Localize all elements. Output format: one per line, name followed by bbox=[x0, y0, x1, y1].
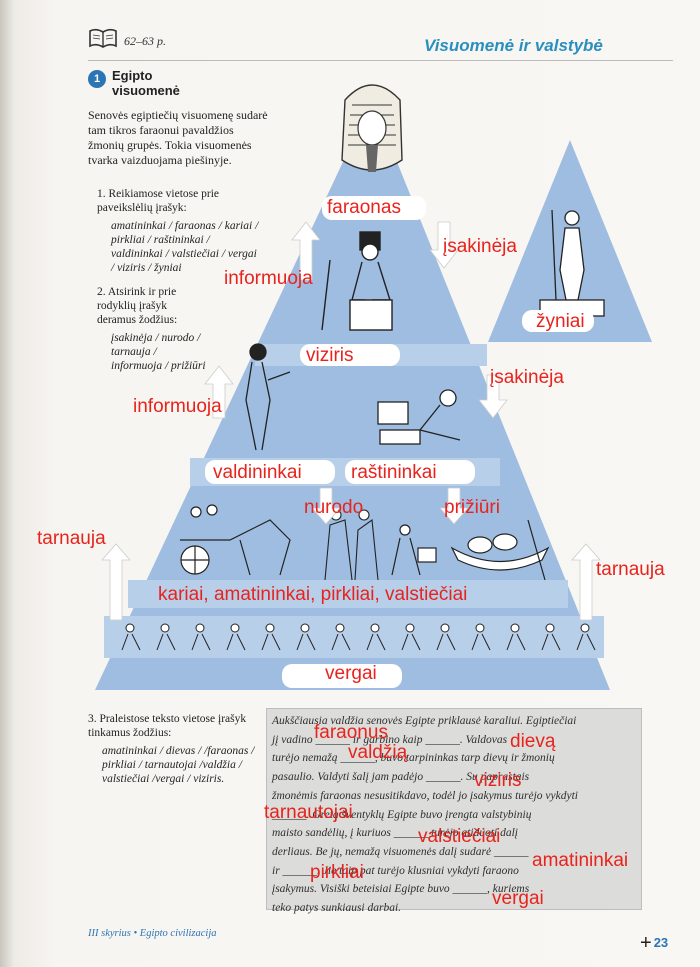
header-divider bbox=[88, 60, 673, 61]
intro-text: Senovės egiptiečių visuomenę sudarė tam … bbox=[88, 108, 268, 167]
chapter-footer: III skyrius • Egipto civilizacija bbox=[88, 928, 217, 939]
task-3-options: amatininkai / dievas / /faraonas / pirkl… bbox=[102, 745, 255, 785]
answer-tarnauja-left: tarnauja bbox=[37, 528, 106, 549]
slaves-row-icon bbox=[121, 623, 596, 651]
arrow-down-isakineja-2 bbox=[478, 374, 508, 419]
answer-valstieciai: valstiečiai bbox=[418, 826, 501, 847]
answer-amatininkai: amatininkai bbox=[532, 850, 629, 871]
arrow-up-informuoja-2 bbox=[204, 365, 234, 419]
crosshair-icon: + bbox=[640, 932, 652, 954]
box-zyniai bbox=[522, 310, 594, 332]
answer-zyniai: žyniai bbox=[536, 311, 585, 332]
answer-tarnauja-right: tarnauja bbox=[596, 559, 665, 580]
answer-bottom-row: kariai, amatininkai, pirkliai, valstieči… bbox=[158, 584, 468, 605]
fill-in-text-box bbox=[266, 708, 642, 910]
task-1: 1. Reikiamose vietose prie paveikslėlių … bbox=[97, 187, 262, 275]
box-vergai bbox=[282, 664, 402, 688]
answer-informuoja-2: informuoja bbox=[133, 396, 222, 417]
tier-band-slaves bbox=[104, 616, 604, 658]
arrow-up-informuoja-1 bbox=[291, 221, 321, 281]
text-line: pasaulio. Valdyti šalį jam padėjo ______… bbox=[272, 771, 530, 784]
viziris-figure-icon bbox=[245, 343, 291, 451]
answer-nurodo: nurodo bbox=[304, 497, 364, 518]
text-line: maisto sandėlių, į kuriuos ______ turėjo… bbox=[272, 827, 518, 840]
answer-faraonus: faraonus bbox=[314, 722, 388, 743]
arrow-down-priziuri bbox=[439, 487, 469, 525]
answer-informuoja-1: informuoja bbox=[224, 268, 313, 289]
box-faraonas bbox=[322, 196, 426, 220]
answer-tarnautojai: tarnautojai bbox=[264, 802, 353, 823]
task-1-options: amatininkai / faraonas / kariai / pirkli… bbox=[111, 220, 259, 274]
task-2-options: įsakinėja / nurodo / tarnauja / informuo… bbox=[111, 332, 206, 372]
book-icon bbox=[89, 28, 117, 48]
task-2-instruction: 2. Atsirink ir prie rodyklių įrašyk dera… bbox=[97, 286, 178, 326]
answer-dieva: dievą bbox=[510, 731, 556, 752]
boat-peasants-icon bbox=[450, 519, 550, 581]
answer-viziris: viziris bbox=[306, 345, 354, 366]
answer-rastininkai: raštininkai bbox=[351, 462, 437, 483]
section-number-badge: 1 bbox=[88, 70, 106, 88]
section-title: Egipto visuomenė bbox=[112, 68, 180, 98]
fill-in-text: Aukščiausia valdžia senovės Egipte prikl… bbox=[272, 712, 634, 918]
merchant-figures-icon bbox=[391, 524, 437, 576]
arrow-up-tarnauja-left bbox=[101, 543, 131, 621]
page-number-value: 23 bbox=[653, 935, 669, 950]
text-line: Aukščiausia valdžia senovės Egipte prikl… bbox=[272, 715, 577, 727]
arrow-down-isakineja-1 bbox=[429, 221, 459, 269]
answer-vergai: vergai bbox=[325, 663, 377, 684]
arrow-down-nurodo bbox=[311, 487, 341, 525]
answer-boxes bbox=[205, 196, 594, 688]
text-line: įsakymus. Visiški beteisiai Egipte buvo … bbox=[272, 883, 530, 896]
hierarchy-arrows bbox=[101, 221, 601, 621]
task-1-instruction: 1. Reikiamose vietose prie paveikslėlių … bbox=[97, 188, 219, 214]
tier-band-commoners bbox=[128, 580, 568, 608]
pharaoh-figure-icon bbox=[321, 231, 393, 331]
text-line: teko patys sunkiausi darbai. bbox=[272, 902, 402, 915]
arrow-up-tarnauja-right bbox=[571, 543, 601, 621]
answer-vergai-text: vergai bbox=[492, 888, 544, 909]
page-binding bbox=[0, 0, 14, 967]
scribe-figure-icon bbox=[377, 389, 461, 445]
task-3-instruction: 3. Praleistose teksto vietose įrašyk tin… bbox=[88, 713, 247, 739]
text-line: žmonėmis faraonas nesusitikdavo, todėl j… bbox=[272, 789, 578, 802]
answer-faraonas: faraonas bbox=[327, 197, 401, 218]
answer-valdzia: valdžią bbox=[348, 742, 408, 763]
box-viziris bbox=[300, 344, 400, 366]
task-3: 3. Praleistose teksto vietose įrašyk tin… bbox=[88, 712, 258, 786]
text-line: derliaus. Be jų, nemažą visuomenės dalį … bbox=[272, 845, 529, 858]
answer-isakineja-2: įsakinėja bbox=[490, 367, 564, 388]
text-line: jį vadino ______ ir garbino kaip ______.… bbox=[272, 733, 508, 746]
chapter-title: Visuomenė ir valstybė bbox=[424, 36, 603, 55]
box-rastininkai bbox=[345, 460, 475, 484]
text-line: ______. Greta šventyklų Egipte buvo įren… bbox=[272, 808, 532, 821]
text-line: turėjo nemažą ______, buvo tarpininkas t… bbox=[272, 752, 555, 765]
answer-pirkliai: pirkliai bbox=[310, 862, 364, 883]
page-reference: 62–63 p. bbox=[124, 34, 166, 48]
text-line: ir ______. Jie taip pat turėjo klusniai … bbox=[272, 864, 519, 877]
page-number: +23 bbox=[640, 932, 668, 955]
answer-viziris-text: viziris bbox=[474, 770, 522, 791]
task-2: 2. Atsirink ir prie rodyklių įrašyk dera… bbox=[97, 285, 207, 373]
chariot-warriors-icon bbox=[180, 504, 291, 576]
answer-priziuri: prižiūri bbox=[444, 497, 500, 518]
answer-valdininkai: valdininkai bbox=[213, 462, 302, 483]
box-valdininkai bbox=[205, 460, 335, 484]
pharaoh-mask-icon bbox=[341, 84, 403, 172]
answer-isakineja-1: įsakinėja bbox=[443, 236, 517, 257]
